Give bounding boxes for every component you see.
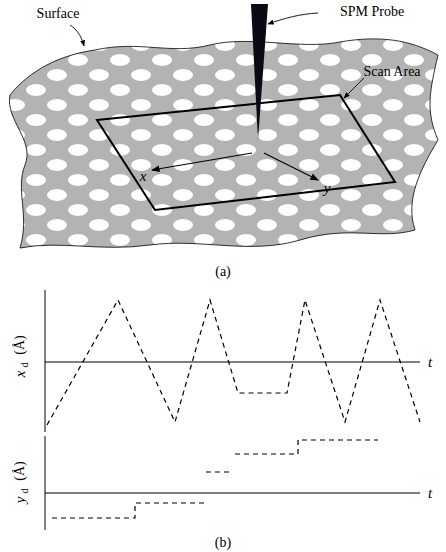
- part-label: Scan Area: [363, 65, 420, 79]
- y-step-signal: [52, 503, 207, 518]
- surface: [9, 39, 438, 248]
- axis-unit: (Å): [13, 461, 27, 480]
- axis: [45, 436, 46, 530]
- figure-label: (b): [215, 536, 231, 550]
- axis-label: t: [428, 486, 432, 501]
- x-axis-arrow: [152, 153, 252, 170]
- axis-label: y: [324, 181, 331, 196]
- axis-label: x: [13, 371, 28, 378]
- axis-subscript: d: [20, 363, 30, 368]
- part-label: Surface: [37, 7, 80, 21]
- part-label: SPM Probe: [340, 5, 404, 19]
- y-step-signal: [206, 471, 233, 472]
- axis-subscript: d: [20, 489, 30, 494]
- axis-unit: (Å): [13, 335, 27, 354]
- scan-area: [97, 95, 395, 210]
- x-scan-signal: [47, 300, 420, 425]
- spm-probe: [251, 4, 268, 140]
- axis: [45, 290, 46, 432]
- axis-label: t: [428, 355, 432, 370]
- axis-label: x: [140, 169, 147, 184]
- figure-label: (a): [215, 265, 231, 279]
- leader-line: [70, 25, 84, 46]
- leader-line: [344, 78, 364, 98]
- y-axis-arrow: [264, 153, 318, 180]
- axis-label: y: [13, 497, 28, 504]
- y-step-signal: [235, 440, 378, 454]
- axis: [45, 493, 420, 494]
- axis: [45, 362, 420, 363]
- leader-line: [268, 13, 318, 24]
